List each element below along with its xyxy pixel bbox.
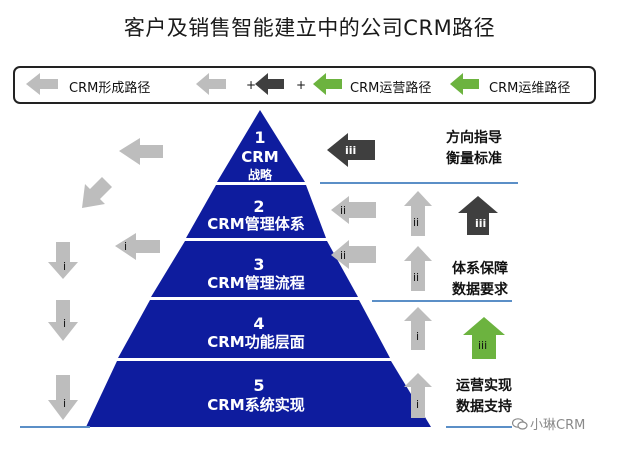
legend-gray-arrow-2 <box>196 73 226 95</box>
pyramid-level-4 <box>118 300 390 358</box>
ops-label-line-2: 数据支持 <box>456 399 512 415</box>
ii-up-label-2: ii <box>413 271 419 284</box>
formation-arrow-diagonal <box>82 177 112 208</box>
formation-arrow-down-1 <box>48 242 78 279</box>
legend-gray-arrow-1 <box>26 73 58 95</box>
formation-arrow-down-2 <box>48 300 78 341</box>
level-4-number: 4 <box>253 314 264 333</box>
pyramid-level-3 <box>151 241 358 297</box>
level-5-title: CRM系统实现 <box>207 396 305 414</box>
direction-label-line-2: 衡量标准 <box>446 151 502 167</box>
iii-dark-up-arrow <box>458 196 498 235</box>
level-2-title: CRM管理体系 <box>207 215 305 233</box>
legend-formation-label: CRM形成路径 <box>69 81 151 96</box>
wechat-icon <box>512 418 528 430</box>
iii-dark-left-arrow <box>327 133 375 167</box>
iii-green-up-arrow <box>463 317 505 359</box>
ii-left-label-1: ii <box>340 204 346 217</box>
legend-dark-arrow <box>255 73 284 95</box>
formation-arrow-top <box>119 138 163 165</box>
i-gray-up-arrow-1 <box>404 307 432 350</box>
level-3-title: CRM管理流程 <box>207 274 305 292</box>
system-label-line-2: 数据要求 <box>452 282 508 298</box>
legend-box: CRM形成路径 + + CRM运营路径 CRM运维路径 <box>13 66 596 104</box>
ii-left-label-2: ii <box>340 249 346 262</box>
page-title: 客户及销售智能建立中的公司CRM路径 <box>123 16 496 40</box>
level-1-number: 1 <box>254 128 265 147</box>
watermark-text: 小琳CRM <box>530 418 586 433</box>
formation-arrow-down-3 <box>48 375 78 420</box>
formation-down-label-3: i <box>63 397 66 410</box>
formation-level2-label: i <box>124 240 127 253</box>
pyramid-level-5 <box>86 361 431 427</box>
ops-label: 运营实现 数据支持 <box>456 376 512 418</box>
legend-operation-label: CRM运营路径 <box>350 81 432 96</box>
legend-green-arrow-2 <box>450 73 479 95</box>
ii-gray-left-arrow-1 <box>331 196 376 224</box>
ii-gray-up-arrow-2 <box>404 246 432 291</box>
iii-dark-up-label: iii <box>475 217 486 230</box>
i-up-label-2: i <box>416 398 419 411</box>
legend-plus-2: + <box>296 78 307 92</box>
level-1-title: CRM <box>241 148 279 166</box>
system-label: 体系保障 数据要求 <box>452 259 508 301</box>
level-4-title: CRM功能层面 <box>207 333 305 351</box>
iii-dark-left-label: iii <box>345 144 356 157</box>
formation-arrow-level2 <box>115 233 160 260</box>
i-gray-up-arrow-2 <box>404 373 432 418</box>
legend-plus-1: + <box>246 78 257 92</box>
formation-down-label-2: i <box>63 317 66 330</box>
level-1-subtitle: 战略 <box>248 167 273 182</box>
level-3-number: 3 <box>253 255 264 274</box>
system-label-line-1: 体系保障 <box>452 261 508 277</box>
direction-label-line-1: 方向指导 <box>446 130 502 146</box>
ii-gray-left-arrow-2 <box>331 240 376 269</box>
ii-up-label-1: ii <box>413 216 419 229</box>
pyramid-level-2 <box>186 185 326 238</box>
direction-label: 方向指导 衡量标准 <box>446 128 502 170</box>
i-up-label-1: i <box>416 330 419 343</box>
formation-down-label-1: i <box>63 260 66 273</box>
ii-gray-up-arrow-1 <box>404 191 432 236</box>
iii-green-up-label: iii <box>478 339 487 352</box>
legend-green-arrow-1 <box>313 73 342 95</box>
level-2-number: 2 <box>253 197 264 216</box>
ops-label-line-1: 运营实现 <box>456 378 512 394</box>
watermark: 小琳CRM <box>512 414 585 433</box>
pyramid-level-1 <box>217 110 305 182</box>
level-5-number: 5 <box>253 376 264 395</box>
legend-maintenance-label: CRM运维路径 <box>489 81 571 96</box>
